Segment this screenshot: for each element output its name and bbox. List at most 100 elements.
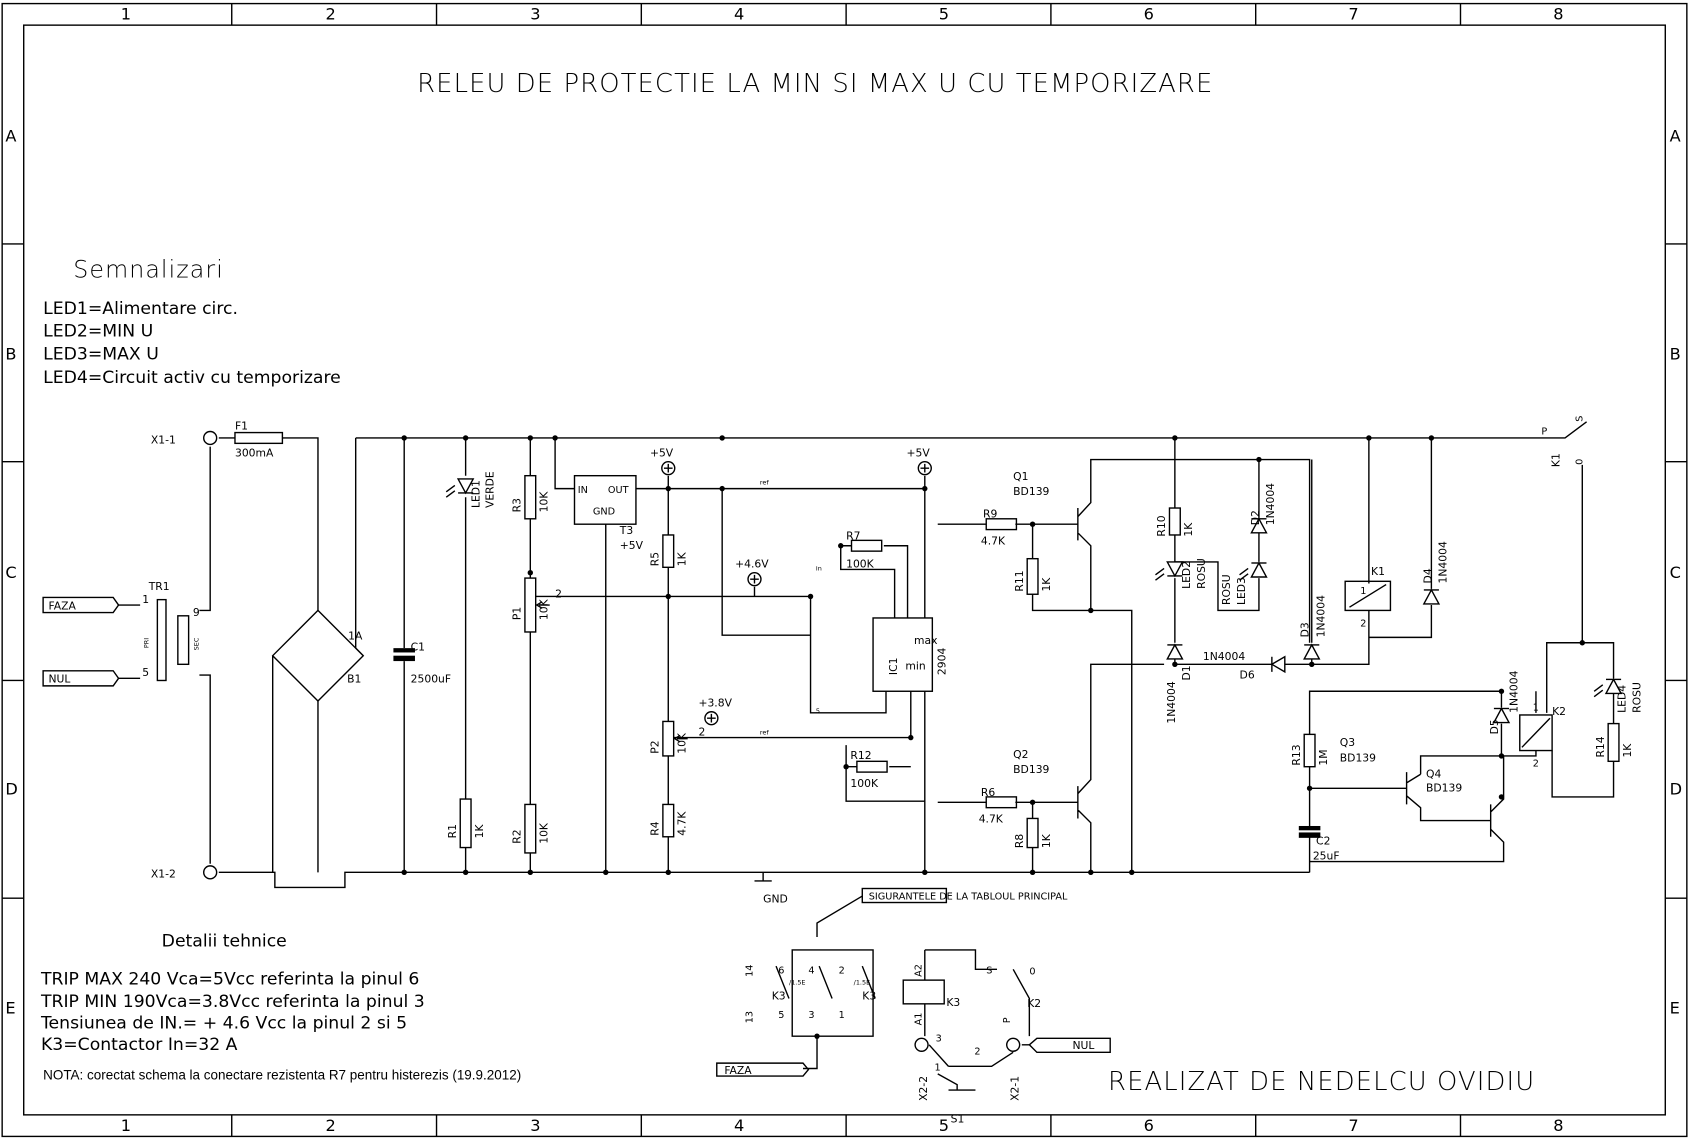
k3-right-ref: K3 [862,990,876,1003]
d6-value: 1N4004 [1203,650,1245,663]
junction-dot [1029,799,1036,805]
k2-pin1: 1 [1533,703,1539,714]
r8-ref: R8 [1013,834,1026,848]
r14-ref: R14 [1594,736,1607,757]
d2-ref: D2 [1249,510,1262,525]
d4-value: 1N4004 [1436,541,1449,583]
k2-contact-o: 0 [1029,967,1035,978]
r6-value: 4.7K [979,813,1004,826]
k2-contact-s: S [986,966,992,977]
junction-dot [843,764,849,770]
relay-k2-slash [1521,717,1551,748]
regulator-t3 [573,474,637,525]
p1-ref: P1 [511,607,524,620]
r3-value: 10K [538,491,551,513]
p1-value: 10K [538,598,551,620]
c1-ref: C1 [411,640,425,653]
resistor-r8 [1026,817,1039,849]
resistor-r1 [459,798,472,849]
junction-dot [1029,521,1036,527]
r10-ref: R10 [1155,515,1168,536]
r7-value: 100K [846,557,875,570]
signal-led4: LED4=Circuit activ cu temporizare [43,368,341,388]
signal-led3: LED3=MAX U [43,344,159,364]
resistor-r2 [524,803,537,854]
connector-terminal[interactable] [203,865,218,880]
resistor-r6 [985,796,1018,809]
resistor-r4 [662,803,675,838]
junction-dot [1088,869,1094,876]
r11-value: 1K [1040,577,1053,592]
k2-contact-ref: K2 [1027,997,1041,1010]
signal-led2: LED2=MIN U [43,322,153,342]
junction-dot [665,593,671,600]
junction-dot [1088,607,1094,614]
resistor-r14 [1607,722,1620,763]
plus-icon [750,574,759,584]
k3-right-rating: /1.5E [854,978,871,986]
author-credit: REALIZAT DE NEDELCU OVIDIU [1108,1067,1535,1097]
junction-dot [527,570,533,576]
plus-icon [920,463,930,473]
tr1-pri: PRI [143,638,151,648]
wiper-arrow-icon [673,734,688,743]
faza-label: FAZA [49,599,77,612]
plus-icon [663,463,673,473]
c1-value: 2500uF [411,673,451,686]
connector-terminal[interactable] [203,430,218,446]
potentiometer-p1[interactable] [524,577,537,633]
led-led2 [1166,561,1184,578]
k3-pin5: 5 [778,1010,784,1021]
junction-dot [527,869,533,876]
tr1-pin5: 5 [142,666,149,679]
nul-terminal-bottom [1028,1037,1111,1054]
net-in: in [816,565,822,573]
relay-k1-slash [1349,583,1387,608]
q3-ref: Q3 [1340,736,1355,749]
diode-d4 [1422,588,1441,605]
net-pin5: 5 [816,707,820,715]
transformer-secondary [177,615,190,666]
k3-a2: A2 [914,964,925,977]
led-led3 [1250,561,1268,578]
k3-pin13: 13 [744,1011,755,1023]
correction-note: NOTA: corectat schema la conectare rezis… [43,1067,521,1082]
grid-row-label: C [5,563,16,582]
d3-ref: D3 [1299,622,1312,637]
resistor-r13 [1303,733,1316,768]
k1-pin2: 2 [1360,619,1366,630]
net-ref-2: ref [760,728,769,736]
t3-gnd: GND [593,506,615,517]
grid-row-label: B [1670,344,1681,363]
detail-input-voltage: Tensiunea de IN.= + 4.6 Vcc la pinul 2 s… [40,1014,407,1034]
s1-pin1: 1 [935,1063,941,1074]
x1-2-label: X1-2 [151,868,176,881]
junction-dot [665,869,671,876]
r10-value: 1K [1182,522,1195,537]
q1-ref: Q1 [1013,470,1028,483]
junction-dot [1256,456,1262,463]
connector-terminal[interactable] [914,1037,929,1052]
grid-column-label: 7 [1348,5,1358,24]
junction-dot [814,1033,820,1039]
sheet-title: RELEU DE PROTECTIE LA MIN SI MAX U CU TE… [417,69,1213,99]
k3-pin1: 1 [839,1010,845,1021]
grid-column-label: 5 [939,5,949,24]
gnd-symbol [754,872,772,882]
net-ref-1: ref [760,478,769,486]
junction-dot [1498,753,1505,759]
k1-contact-ref: K1 [1550,453,1563,467]
d4-ref: D4 [1421,568,1434,583]
x1-1-label: X1-1 [151,433,176,446]
light-rays-icon [1593,684,1604,698]
ic1-2904 [872,617,934,692]
potentiometer-p2[interactable] [662,720,675,757]
resistor-r11 [1026,557,1039,595]
connector-terminal[interactable] [1006,1037,1021,1052]
k2-contact-p: P [1002,1017,1013,1023]
capacitor-c1-plate [393,648,415,653]
wires [118,421,1615,1091]
r14-value: 1K [1621,743,1634,758]
